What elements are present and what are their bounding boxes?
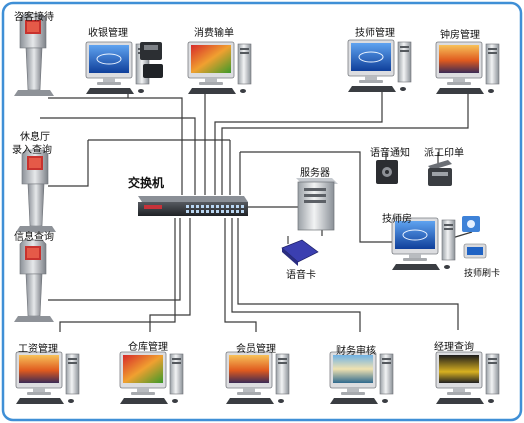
label-room-mgmt: 钟房管理 — [440, 30, 480, 41]
label-consumption: 消费输单 — [194, 28, 234, 39]
label-lounge: 休息厅 — [20, 132, 50, 143]
card-reader-icon — [143, 64, 163, 78]
finance-workstation — [329, 351, 394, 405]
kiosk-lounge-icon — [15, 149, 57, 233]
label-member: 会员管理 — [236, 344, 276, 355]
label-tech-card: 技师刷卡 — [464, 269, 501, 279]
label-voice-card: 语音卡 — [286, 270, 316, 281]
dispatch-printer-icon — [428, 160, 452, 186]
server-tower-icon — [296, 178, 338, 231]
network-switch-icon — [138, 196, 248, 216]
speaker-icon — [376, 160, 398, 184]
warehouse-workstation — [119, 351, 184, 405]
label-dispatch-print: 派工印单 — [424, 148, 464, 159]
label-lounge-query: 录入查询 — [12, 145, 52, 156]
label-voice-notify: 语音通知 — [370, 148, 410, 159]
label-cashier: 收银管理 — [88, 28, 128, 39]
label-warehouse: 仓库管理 — [128, 342, 168, 353]
voice-card-icon — [281, 236, 319, 266]
tech-room-workstation — [391, 217, 456, 271]
technician-workstation — [347, 39, 412, 93]
consumption-workstation — [187, 41, 252, 95]
payroll-workstation — [15, 351, 80, 405]
receipt-printer-icon — [140, 42, 162, 60]
kiosk-reception-icon — [13, 13, 55, 97]
label-finance: 财务审核 — [336, 346, 376, 357]
kiosk-info-icon — [13, 239, 55, 323]
label-technician-mgmt: 技师管理 — [355, 28, 395, 39]
manager-workstation — [435, 351, 500, 405]
label-manager: 经理查询 — [434, 342, 474, 353]
member-workstation — [225, 351, 290, 405]
label-info-query: 信息查询 — [14, 232, 54, 243]
card-reader-icon — [462, 216, 487, 259]
label-tech-room: 技师房 — [382, 214, 412, 225]
label-payroll: 工资管理 — [18, 344, 58, 355]
label-switch: 交换机 — [128, 176, 165, 190]
label-server: 服务器 — [300, 168, 330, 179]
label-reception: 咨客接待 — [14, 12, 54, 23]
cashier-workstation — [85, 41, 163, 95]
room-workstation — [435, 41, 500, 95]
